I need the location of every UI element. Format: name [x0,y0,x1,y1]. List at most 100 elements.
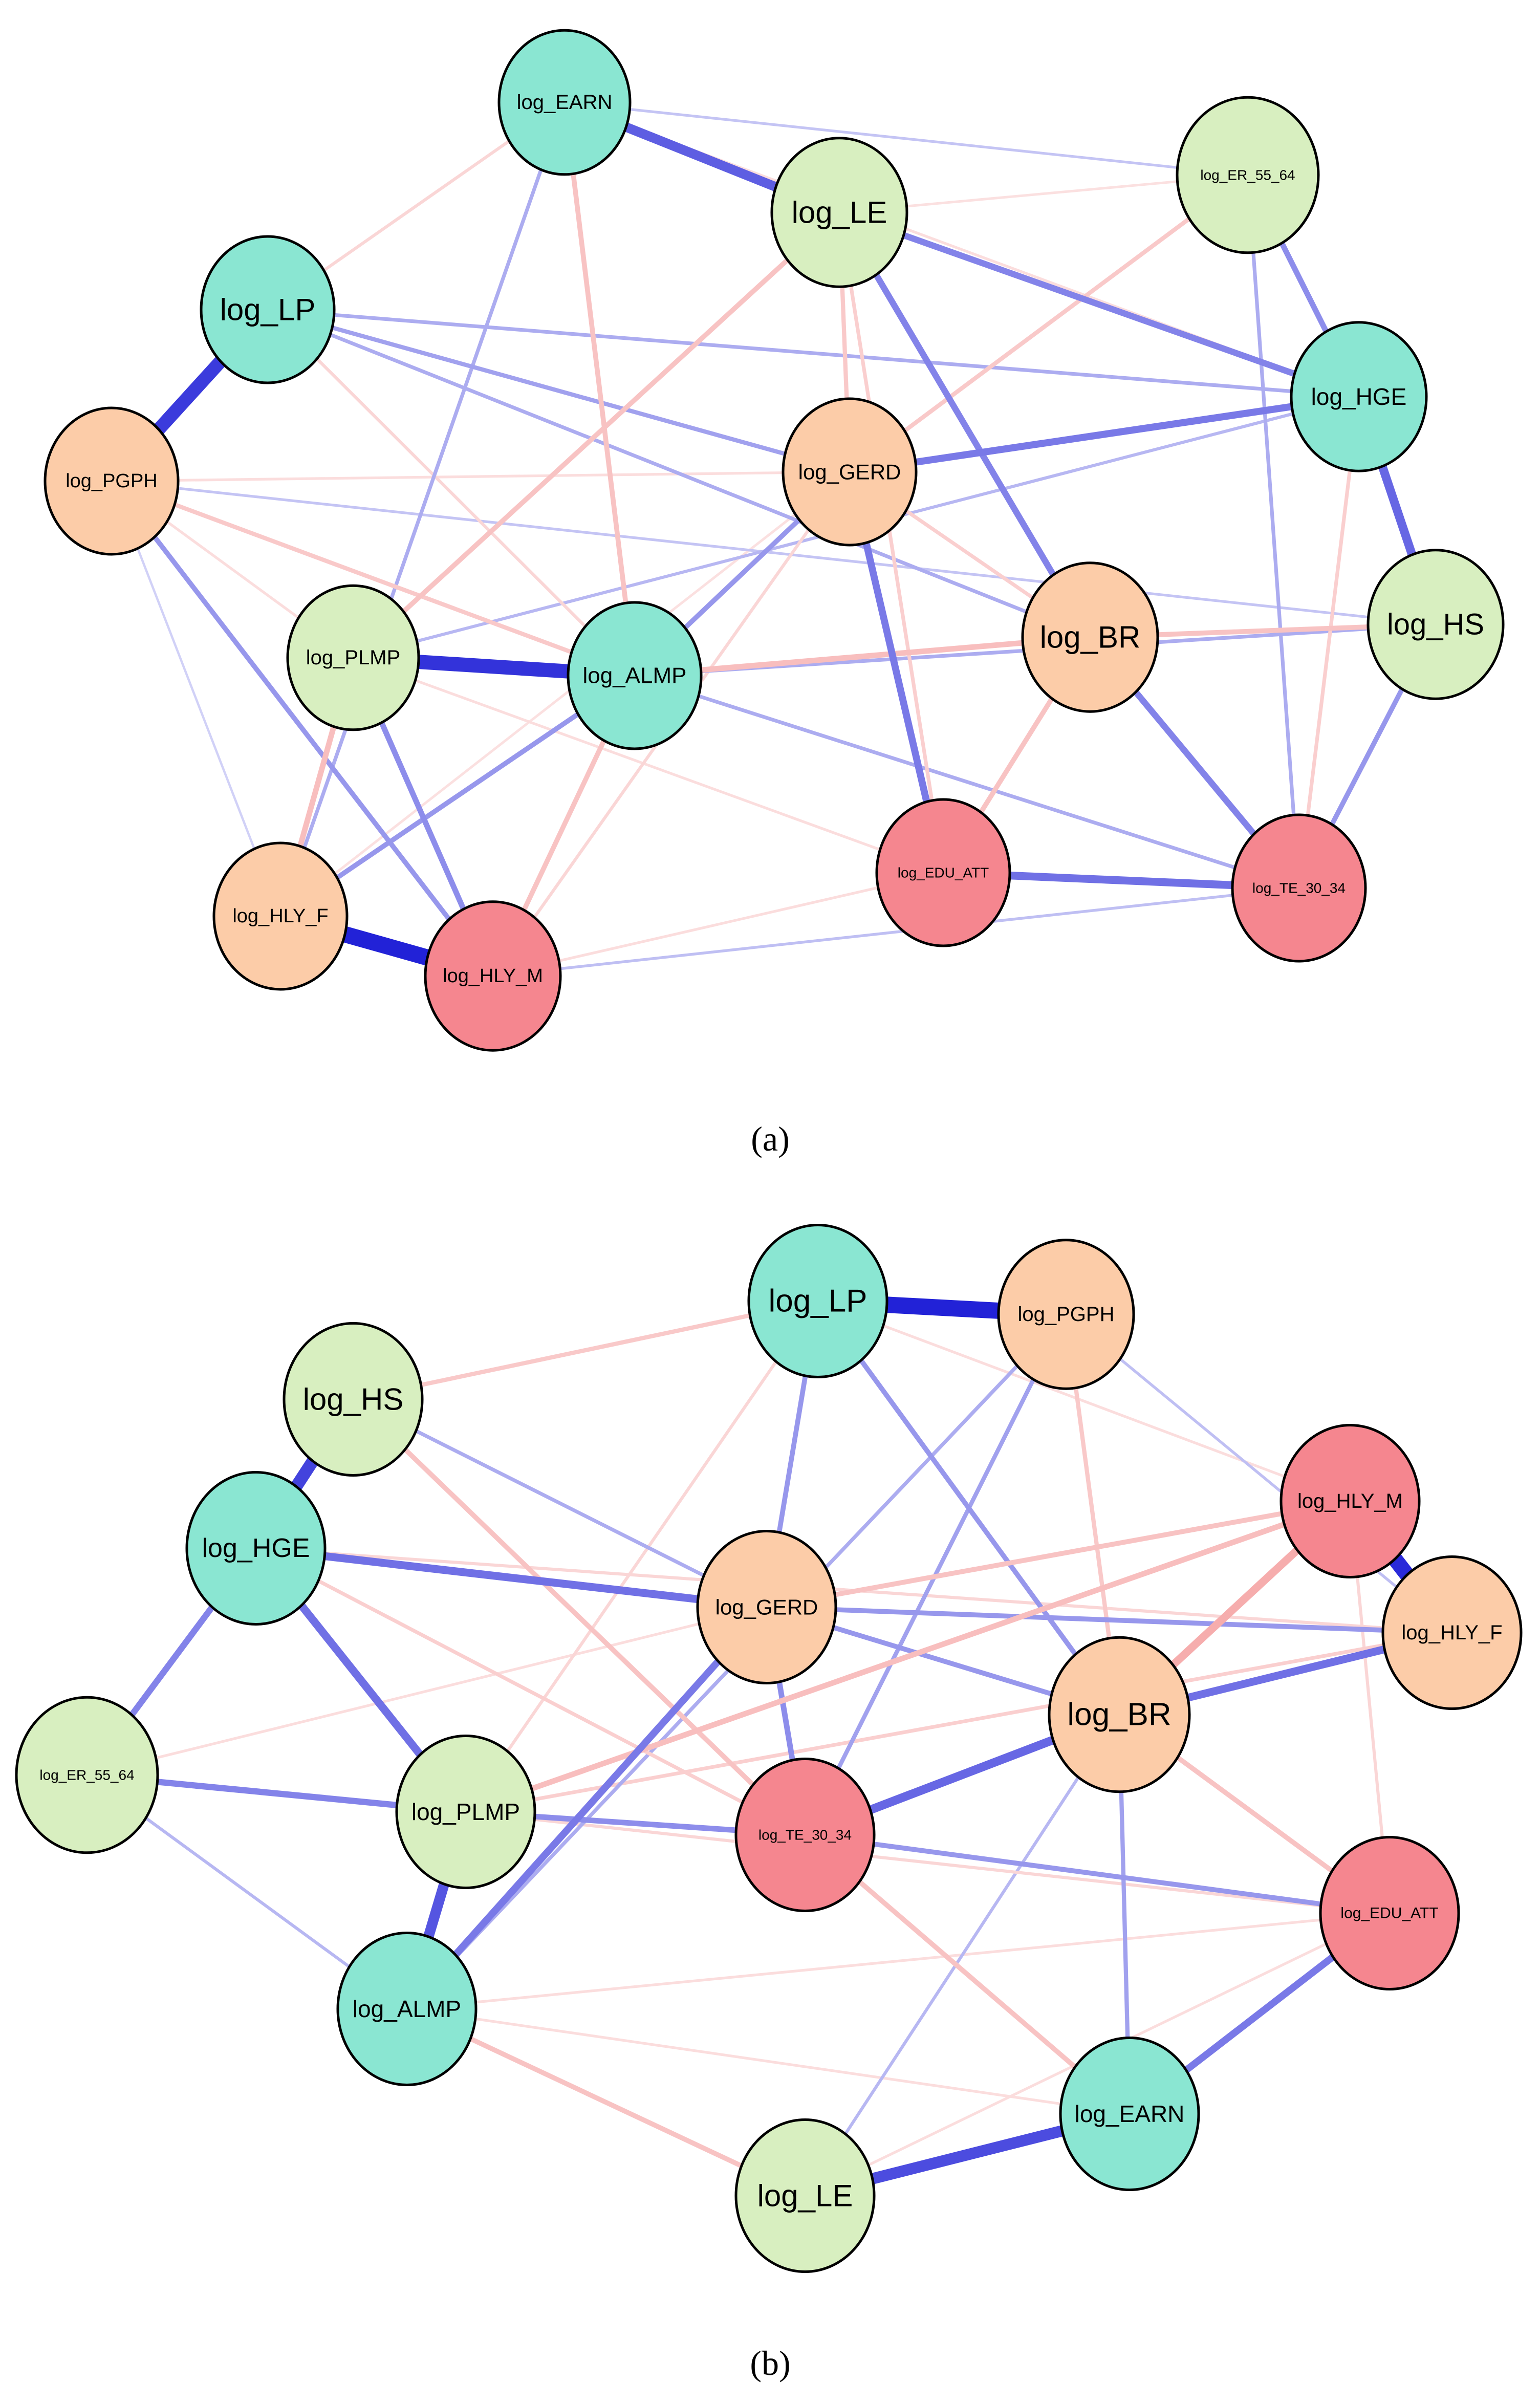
node-log_LE: log_LE [770,137,908,288]
node-label: log_HGE [202,1533,310,1563]
node-log_LP: log_LP [747,1224,888,1378]
node-circle [395,1735,536,1889]
edge-log_PGPH-log_HLY_M [110,480,495,978]
node-circle [747,1224,888,1378]
node-label: log_PGPH [1018,1303,1115,1326]
node-log_TE_30_34: log_TE_30_34 [734,1758,876,1912]
node-log_PGPH: log_PGPH [997,1239,1135,1390]
node-label: log_GERD [715,1595,818,1619]
edge-log_LE-log_PLMP [351,210,841,660]
edge-log_LP-log_ALMP [266,308,636,677]
node-label: log_EDU_ATT [898,865,989,881]
edge-log_HLY_M-log_TE_30_34 [492,886,1299,978]
node-log_LP: log_LP [200,235,336,384]
node-circle [782,397,918,547]
node-label: log_ER_55_64 [1200,167,1295,183]
node-log_HS: log_HS [283,1322,424,1477]
edge-log_LP-log_PLMP [464,1300,819,1813]
node-circle [734,2118,876,2273]
node-log_TE_30_34: log_TE_30_34 [1231,813,1367,963]
node-log_EDU_ATT: log_EDU_ATT [1319,1836,1460,1990]
node-circle [567,601,703,750]
node-label: log_ALMP [353,1996,461,2022]
node-label: log_HLY_F [1401,1621,1502,1644]
node-circle [336,1932,478,2086]
node-log_HGE: log_HGE [185,1471,327,1626]
node-log_HS: log_HS [1367,549,1505,700]
node-circle [15,1696,159,1854]
node-label: log_BR [1040,620,1141,655]
edge-log_ER_55_64-log_TE_30_34 [1246,175,1301,889]
node-label: log_LP [768,1284,867,1319]
edge-log_ALMP-log_EDU_ATT [406,1912,1390,2010]
node-circle [1048,1636,1191,1793]
node-circle [424,900,562,1052]
node-layer-a: log_EARNlog_LElog_ER_55_64log_LPlog_HGEl… [44,29,1505,1052]
node-log_ER_55_64: log_ER_55_64 [1176,96,1320,254]
edge-log_LP-log_HGE [267,308,1359,399]
node-circle [497,29,632,176]
node-label: log_LP [220,293,316,327]
panel-label-a: (a) [751,1119,789,1158]
edge-log_HGE-log_TE_30_34 [1297,396,1361,889]
node-circle [200,235,336,384]
node-label: log_LE [757,2179,853,2213]
network-panel-a: log_EARNlog_LElog_ER_55_64log_LPlog_HGEl… [44,29,1505,1052]
node-label: log_PLMP [411,1799,520,1825]
node-circle [1231,813,1367,963]
node-circle [44,406,180,556]
node-log_GERD: log_GERD [782,397,918,547]
edge-log_HGE-log_GERD [255,1544,767,1611]
edge-log_LE-log_BR [836,210,1093,639]
node-log_EARN: log_EARN [1059,2037,1200,2191]
node-label: log_HLY_M [1297,1490,1403,1512]
node-log_HLY_M: log_HLY_M [424,900,562,1052]
node-label: log_GERD [798,460,901,484]
node-label: log_TE_30_34 [1252,880,1346,896]
node-circle [1367,549,1505,700]
panel-label-b: (b) [750,2344,790,2383]
node-log_ER_55_64: log_ER_55_64 [15,1696,159,1854]
node-circle [875,798,1011,947]
node-log_ALMP: log_ALMP [336,1932,478,2086]
node-log_BR: log_BR [1048,1636,1191,1793]
network-panel-b: log_LP log_PGPH log_HS log_HLY_M log_HGE log_… [15,1224,1523,2273]
node-label: log_LE [792,196,887,230]
node-circle [1176,96,1320,254]
edge-log_LE-log_BR [804,1714,1121,2197]
node-label: log_HS [303,1382,404,1417]
edge-log_PGPH-log_HLY_F [1065,1313,1453,1634]
edge-log_HS-log_TE_30_34 [351,1397,807,1837]
edge-log_HLY_F-log_PLMP [465,1631,1452,1814]
edge-log_PGPH-log_HLY_F [110,481,282,917]
edge-log_ALMP-log_BR [634,634,1091,679]
node-circle [734,1758,876,1912]
edge-log_EARN-log_HLY_F [278,101,567,917]
node-circle [1319,1836,1460,1990]
node-log_LE: log_LE [734,2118,876,2273]
node-log_HLY_M: log_HLY_M [1279,1424,1421,1578]
node-circle [997,1239,1135,1390]
edge-log_HLY_F-log_GERD [279,471,851,917]
edge-log_ALMP-log_HLY_F [279,674,636,918]
edge-log_PGPH-log_GERD [111,470,850,483]
edge-log_HGE-log_TE_30_34 [255,1546,806,1837]
edge-log_ALMP-log_GERD [404,1605,770,2011]
edge-log_LE-log_HGE [838,209,1360,400]
edge-log_HLY_M-log_GERD [766,1499,1351,1610]
edge-log_HS-log_GERD [352,1397,768,1609]
edge-log_LP-log_BR [816,1300,1121,1716]
edge-log_LP-log_GERD [267,308,851,474]
node-log_EARN: log_EARN [497,29,632,176]
node-log_PGPH: log_PGPH [44,406,180,556]
node-label: log_PGPH [66,470,158,492]
edge-log_ER_55_64-log_GERD [86,1606,767,1777]
node-label: log_EDU_ATT [1340,1905,1438,1922]
node-label: log_BR [1067,1697,1171,1733]
node-label: log_ALMP [582,663,686,688]
node-log_HLY_F: log_HLY_F [1381,1555,1523,1710]
node-log_HLY_F: log_HLY_F [212,841,349,991]
node-circle [283,1322,424,1477]
edge-log_LE-log_EDU_ATT [837,212,945,873]
